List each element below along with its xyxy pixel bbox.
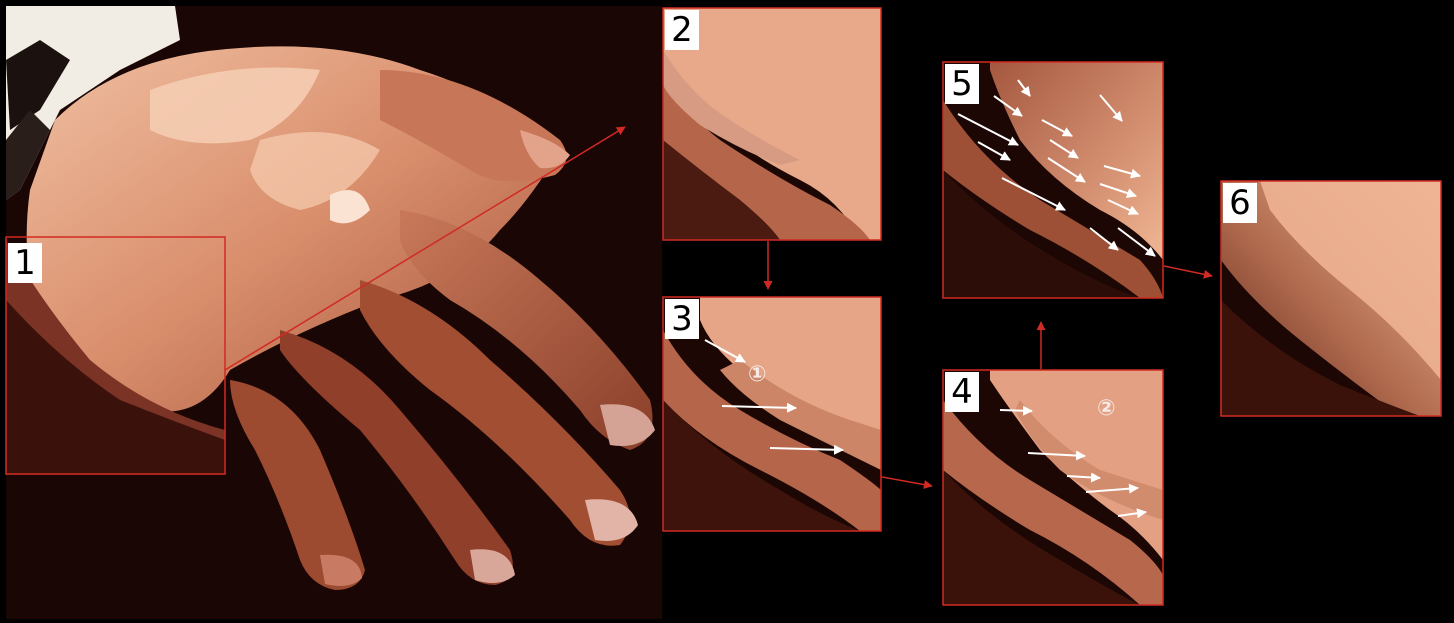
circled-marker-2: ② (1097, 398, 1116, 420)
step-label-3: 3 (665, 299, 699, 339)
pointer-arrow-3-to-4 (882, 477, 932, 486)
step-label-1: 1 (8, 243, 42, 283)
step-label-2: 2 (665, 10, 699, 50)
step-label-5: 5 (945, 64, 979, 104)
pointer-arrow-5-to-6 (1164, 266, 1212, 276)
step-label-6: 6 (1223, 183, 1257, 223)
circled-marker-1: ① (748, 364, 767, 386)
step-label-4: 4 (945, 372, 979, 412)
